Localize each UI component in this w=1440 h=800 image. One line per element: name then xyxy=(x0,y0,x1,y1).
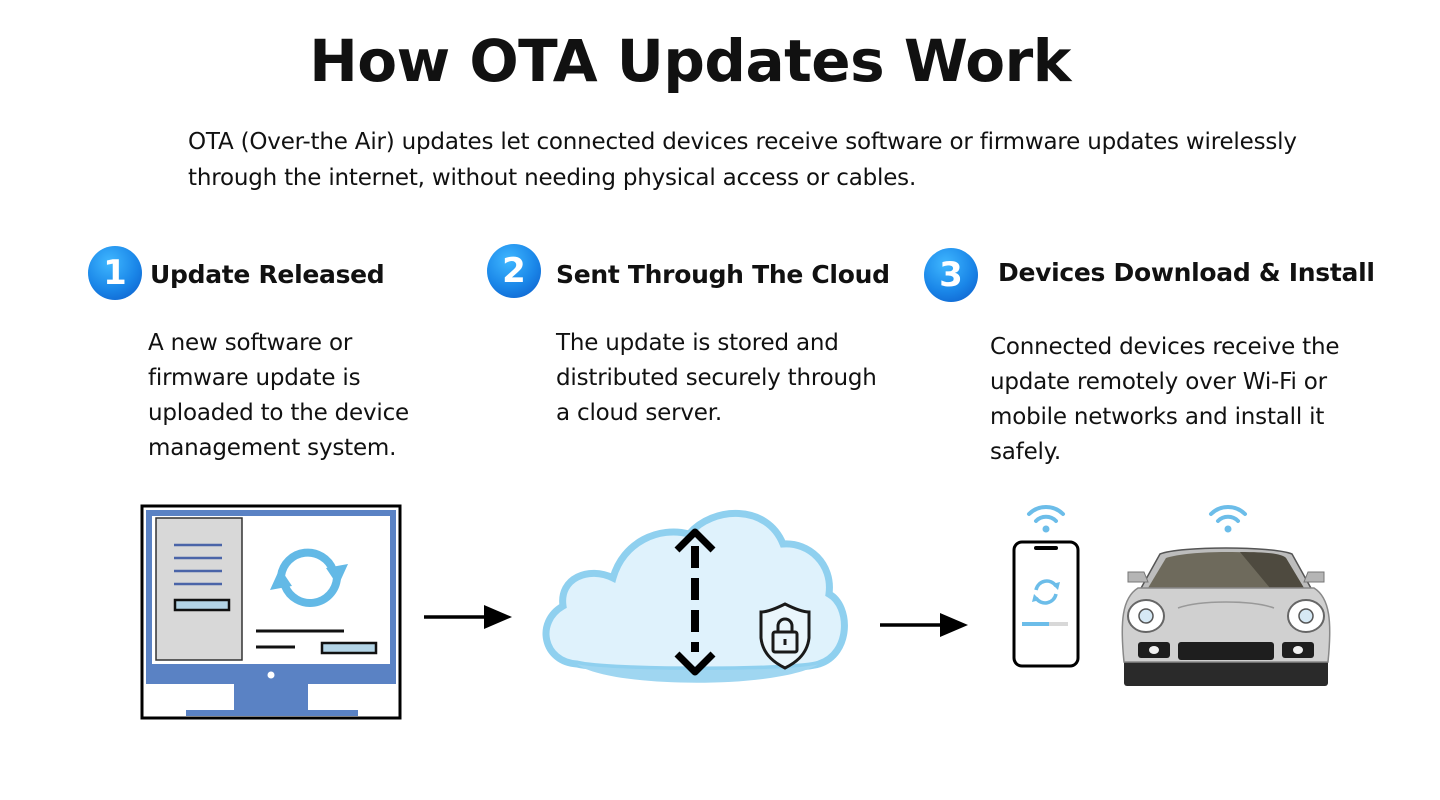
intro-text: OTA (Over-the Air) updates let connected… xyxy=(188,129,1297,191)
step-3-title: Devices Download & Install xyxy=(998,258,1375,287)
step-2-description: The update is stored and distributed sec… xyxy=(556,330,877,426)
monitor-sync-icon xyxy=(140,504,402,720)
car-icon xyxy=(1121,547,1331,686)
arrow-right-icon xyxy=(424,605,512,629)
wifi-icon xyxy=(1027,504,1065,533)
step-1-badge: 1 xyxy=(88,246,142,300)
sync-icon xyxy=(277,548,341,607)
step-3-description: Connected devices receive the update rem… xyxy=(990,334,1340,465)
smartphone-icon xyxy=(1012,540,1080,668)
page-title: How OTA Updates Work xyxy=(309,27,1071,95)
arrow-right-icon xyxy=(880,613,968,637)
step-2-title: Sent Through The Cloud xyxy=(556,260,890,289)
step-1-title: Update Released xyxy=(150,260,385,289)
step-2-badge: 2 xyxy=(487,244,541,298)
shield-lock-icon xyxy=(759,602,811,670)
step-3-badge: 3 xyxy=(924,248,978,302)
wifi-icon xyxy=(1209,504,1247,533)
cloud-lock-icon xyxy=(542,510,848,683)
step-1-description: A new software or firmware update is upl… xyxy=(148,330,409,461)
